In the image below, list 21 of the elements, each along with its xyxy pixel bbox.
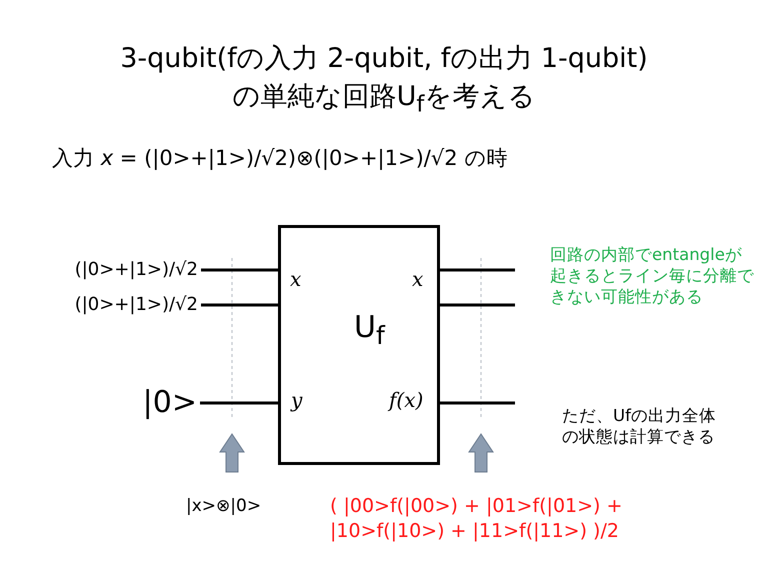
wire bbox=[440, 402, 515, 404]
wire bbox=[440, 268, 515, 272]
input-state: |0> bbox=[130, 384, 197, 422]
wire bbox=[201, 268, 278, 272]
wire bbox=[440, 304, 515, 306]
gate-label: U$_{f}$ bbox=[354, 311, 385, 351]
note-text: ただ、Ufの出力全体の状態は計算できる bbox=[562, 405, 717, 448]
title: 3-qubit(fの入力 2-qubit, fの出力 1-qubit)の単純な回路U$_{f}$を考える bbox=[119, 42, 649, 120]
wire bbox=[200, 402, 278, 404]
state-formula: |x>⊗|0> bbox=[186, 497, 262, 517]
state-formula: ( |00>f(|00>) + |01>f(|01>) + |10>f(|10>) + |11>f(|11>) )/2 bbox=[330, 494, 624, 544]
input-state: (|0>+|1>)/√2 bbox=[30, 258, 198, 282]
note-text: 回路の内部でentangleが起きるとライン毎に分離できない可能性がある bbox=[550, 244, 755, 308]
port-label: x bbox=[290, 268, 302, 291]
wire bbox=[201, 304, 278, 306]
circuit-box bbox=[278, 225, 440, 465]
port-label: f(x) bbox=[389, 389, 424, 412]
input-state: (|0>+|1>)/√2 bbox=[30, 293, 198, 317]
condition-text: 入力 x = (|0>+|1>)/√2)⊗(|0>+|1>)/√2 の時 bbox=[52, 146, 508, 170]
port-label: x bbox=[412, 268, 424, 291]
port-label: y bbox=[291, 389, 302, 412]
